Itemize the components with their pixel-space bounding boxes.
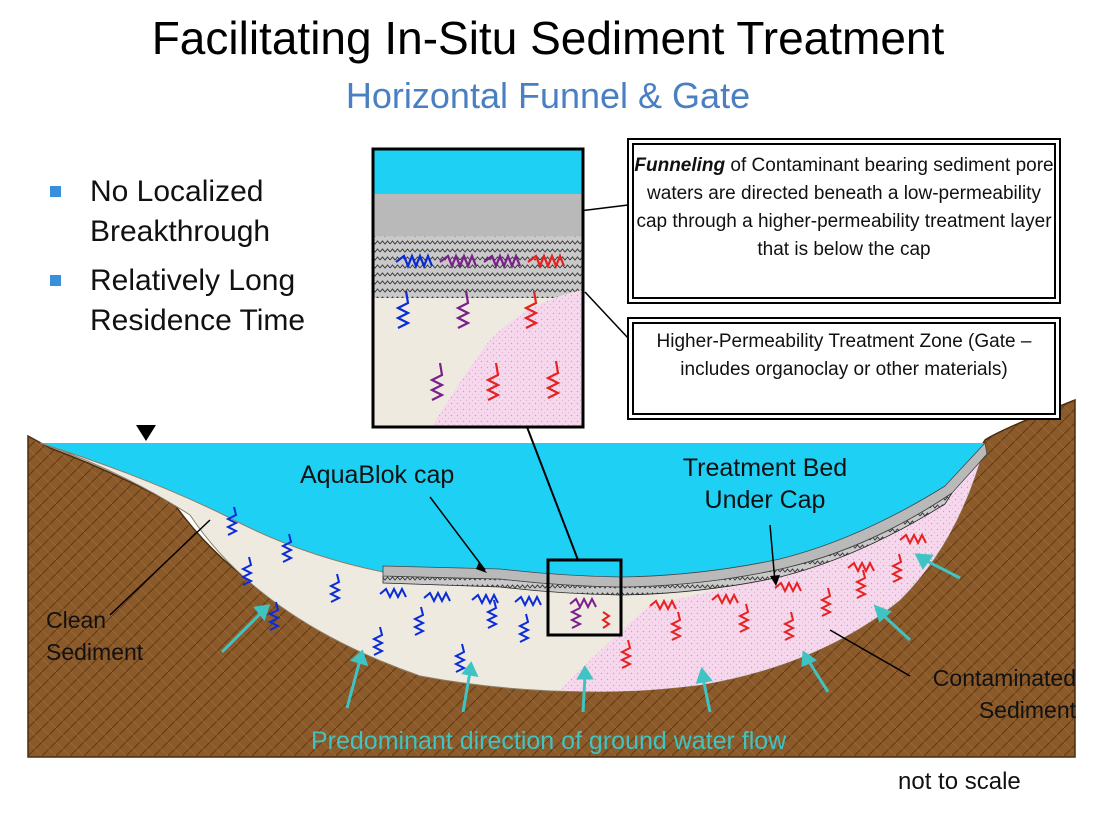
inset-frame <box>371 147 585 429</box>
clean-flow-squiggles <box>225 506 542 673</box>
zoom-box <box>546 558 623 637</box>
bullet-square-icon <box>50 186 61 197</box>
contaminated-sediment-zone <box>560 443 985 692</box>
water <box>40 443 985 583</box>
groundwater-flow-label: Predominant direction of ground water fl… <box>311 727 787 755</box>
contaminated-flow-squiggles <box>601 532 927 669</box>
treatment-zone-callout: Higher-Permeability Treatment Zone (Gate… <box>632 322 1056 415</box>
contaminated-sediment-label: Contaminated Sediment <box>932 665 1076 723</box>
not-to-scale-label: not to scale <box>898 768 1021 795</box>
clean-sediment-label: Clean Sediment <box>46 607 144 665</box>
mixed-flow-squiggles <box>569 596 597 629</box>
page-title: Facilitating In-Situ Sediment Treatment <box>151 12 945 64</box>
water-level-marker <box>136 425 156 441</box>
funneling-text: of Contaminant bearing sediment pore wat… <box>636 155 1054 260</box>
groundwater-arrows <box>220 553 961 713</box>
funneling-callout: Funneling of Contaminant bearing sedimen… <box>632 143 1056 299</box>
page-subtitle: Horizontal Funnel & Gate <box>345 75 751 116</box>
bullet-text: Relatively Long Residence Time <box>90 264 306 337</box>
bullet-text: No Localized Breakthrough <box>90 175 271 248</box>
inset-detail <box>373 149 583 427</box>
treatment-bed-label: Treatment Bed Under Cap <box>682 454 848 514</box>
aquablok-label: AquaBlok cap <box>300 461 455 489</box>
bullet-square-icon <box>50 275 61 286</box>
funneling-bold: Funneling <box>634 155 726 176</box>
